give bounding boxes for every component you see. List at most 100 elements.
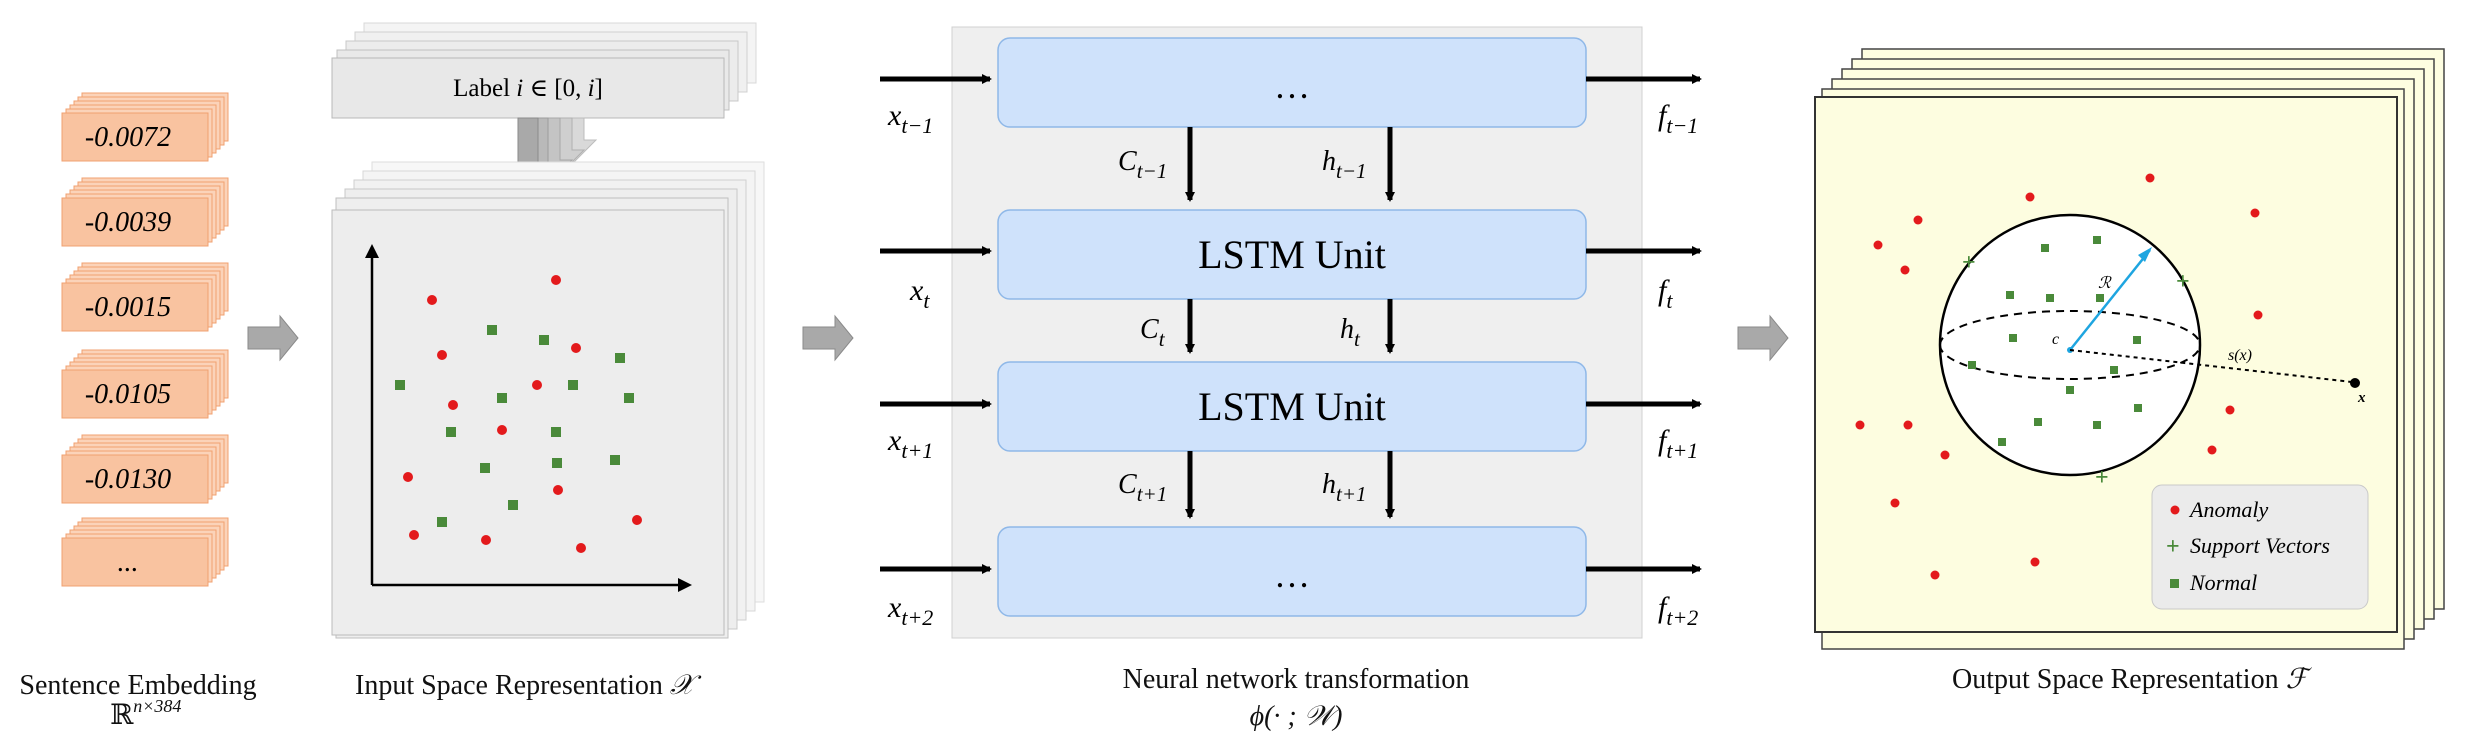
normal-square	[2041, 244, 2049, 252]
embedding-stack: -0.0039	[61, 177, 229, 247]
anomaly-dot	[1890, 498, 1900, 508]
output-label-2: ft+1	[1658, 424, 1698, 463]
anomaly-dot	[2250, 208, 2260, 218]
input-label-2: xt+1	[887, 424, 933, 463]
normal-square	[508, 500, 518, 510]
lstm-box-top	[997, 37, 1587, 128]
output-label-0: ft−1	[1658, 99, 1698, 138]
flow-arrow-3	[1737, 314, 1789, 362]
flow-arrow-1	[247, 314, 299, 362]
embedding-caption: Sentence Embedding	[19, 670, 256, 701]
anomaly-dot	[553, 485, 563, 495]
anomaly-dot	[632, 515, 642, 525]
flow-arrow-2	[802, 314, 854, 362]
normal-square	[615, 353, 625, 363]
vertical-arrows	[1185, 127, 1395, 519]
legend-anomaly: Anomaly	[2188, 497, 2268, 522]
input-caption: Input Space Representation 𝒳	[355, 670, 702, 701]
lstm-unit-2-label: LSTM Unit	[1198, 384, 1386, 429]
normal-square	[2134, 404, 2142, 412]
input-label-0: xt−1	[887, 99, 933, 138]
network-caption: Neural network transformation	[1123, 664, 1470, 695]
legend-support-marker: +	[2166, 534, 2180, 560]
input-arrows	[880, 74, 992, 574]
normal-square	[2066, 386, 2074, 394]
hypersphere	[1938, 213, 2202, 477]
output-label-3: ft+2	[1658, 591, 1698, 630]
cell-label-2: Ct+1	[1118, 469, 1167, 506]
radius-label: ℛ	[2098, 275, 2112, 292]
embedding-value: ...	[118, 547, 139, 578]
anomaly-dot	[2145, 173, 2155, 183]
embedding-stack: -0.0015	[61, 262, 229, 332]
anomaly-dot	[571, 343, 581, 353]
normal-square	[2034, 418, 2042, 426]
anomaly-dot	[532, 380, 542, 390]
normal-square	[2093, 421, 2101, 429]
embedding-value: -0.0072	[85, 122, 171, 153]
normal-square	[551, 427, 561, 437]
hidden-label-1: ht	[1340, 314, 1361, 351]
label-stack	[331, 22, 757, 119]
embedding-value: -0.0039	[85, 207, 171, 238]
embedding-value: -0.0015	[85, 292, 171, 323]
output-labels: ft−1 ft ft+1 ft+2	[1658, 99, 1698, 630]
normal-square	[2096, 294, 2104, 302]
anomaly-dot	[576, 543, 586, 553]
input-plot-stack	[331, 161, 765, 639]
anomaly-dot	[409, 530, 419, 540]
anomaly-dot	[481, 535, 491, 545]
anomaly-dot	[2030, 557, 2040, 567]
state-labels: Ct−1 ht−1 Ct ht Ct+1 ht+1	[1118, 146, 1367, 506]
legend-box	[2151, 484, 2369, 610]
cell-label-1: Ct	[1140, 314, 1166, 351]
anomaly-dot	[497, 425, 507, 435]
normal-square	[1998, 438, 2006, 446]
anomaly-dot	[437, 350, 447, 360]
anomaly-dot	[1855, 420, 1865, 430]
anomaly-dot	[2207, 445, 2217, 455]
normal-square	[487, 325, 497, 335]
output-caption: Output Space Representation ℱ	[1952, 664, 2313, 695]
legend-support: Support Vectors	[2190, 533, 2330, 558]
legend-anomaly-marker	[2170, 505, 2180, 515]
normal-square	[539, 335, 549, 345]
normal-square	[446, 427, 456, 437]
normal-square	[1968, 361, 1976, 369]
lstm-box-unit-1	[997, 209, 1587, 300]
embedding-stacks: -0.0072 -0.0039 -0.0015 -0.0105 -0.0130...	[61, 92, 229, 587]
input-scatter	[395, 275, 642, 553]
lstm-bottom-dots: …	[1274, 555, 1310, 595]
output-arrows	[1586, 74, 1702, 574]
normal-square	[2006, 291, 2014, 299]
anomaly-dot	[551, 275, 561, 285]
anomaly-dot	[427, 295, 437, 305]
input-label-3: xt+2	[887, 591, 933, 630]
embedding-stack: -0.0105	[61, 349, 229, 419]
embedding-stack: ...	[61, 517, 229, 587]
support-vector-marker: +	[1962, 250, 1976, 276]
cell-label-0: Ct−1	[1118, 146, 1167, 183]
normal-square	[395, 380, 405, 390]
anomaly-dot	[2253, 310, 2263, 320]
network-caption-formula: ϕ(· ; 𝒲)	[1250, 701, 1343, 732]
normal-square	[2110, 366, 2118, 374]
normal-square	[497, 393, 507, 403]
lstm-unit-1-label: LSTM Unit	[1198, 232, 1386, 277]
sphere-equator-back	[1939, 310, 2201, 346]
normal-square	[624, 393, 634, 403]
hidden-label-2: ht+1	[1322, 469, 1367, 506]
anomaly-dot	[1940, 450, 1950, 460]
radius-line	[2069, 249, 2151, 351]
hidden-label-0: ht−1	[1322, 146, 1367, 183]
output-label-1: ft	[1658, 274, 1673, 313]
input-label-1: xt	[909, 274, 930, 313]
embedding-stack: -0.0130	[61, 434, 229, 504]
center-label: c	[2052, 331, 2059, 348]
normal-square	[2093, 236, 2101, 244]
normal-square	[568, 380, 578, 390]
label-text: Label i ∈ [0, i]	[453, 75, 603, 102]
support-vector-marker: +	[2176, 269, 2190, 295]
anomaly-dot	[1930, 570, 1940, 580]
